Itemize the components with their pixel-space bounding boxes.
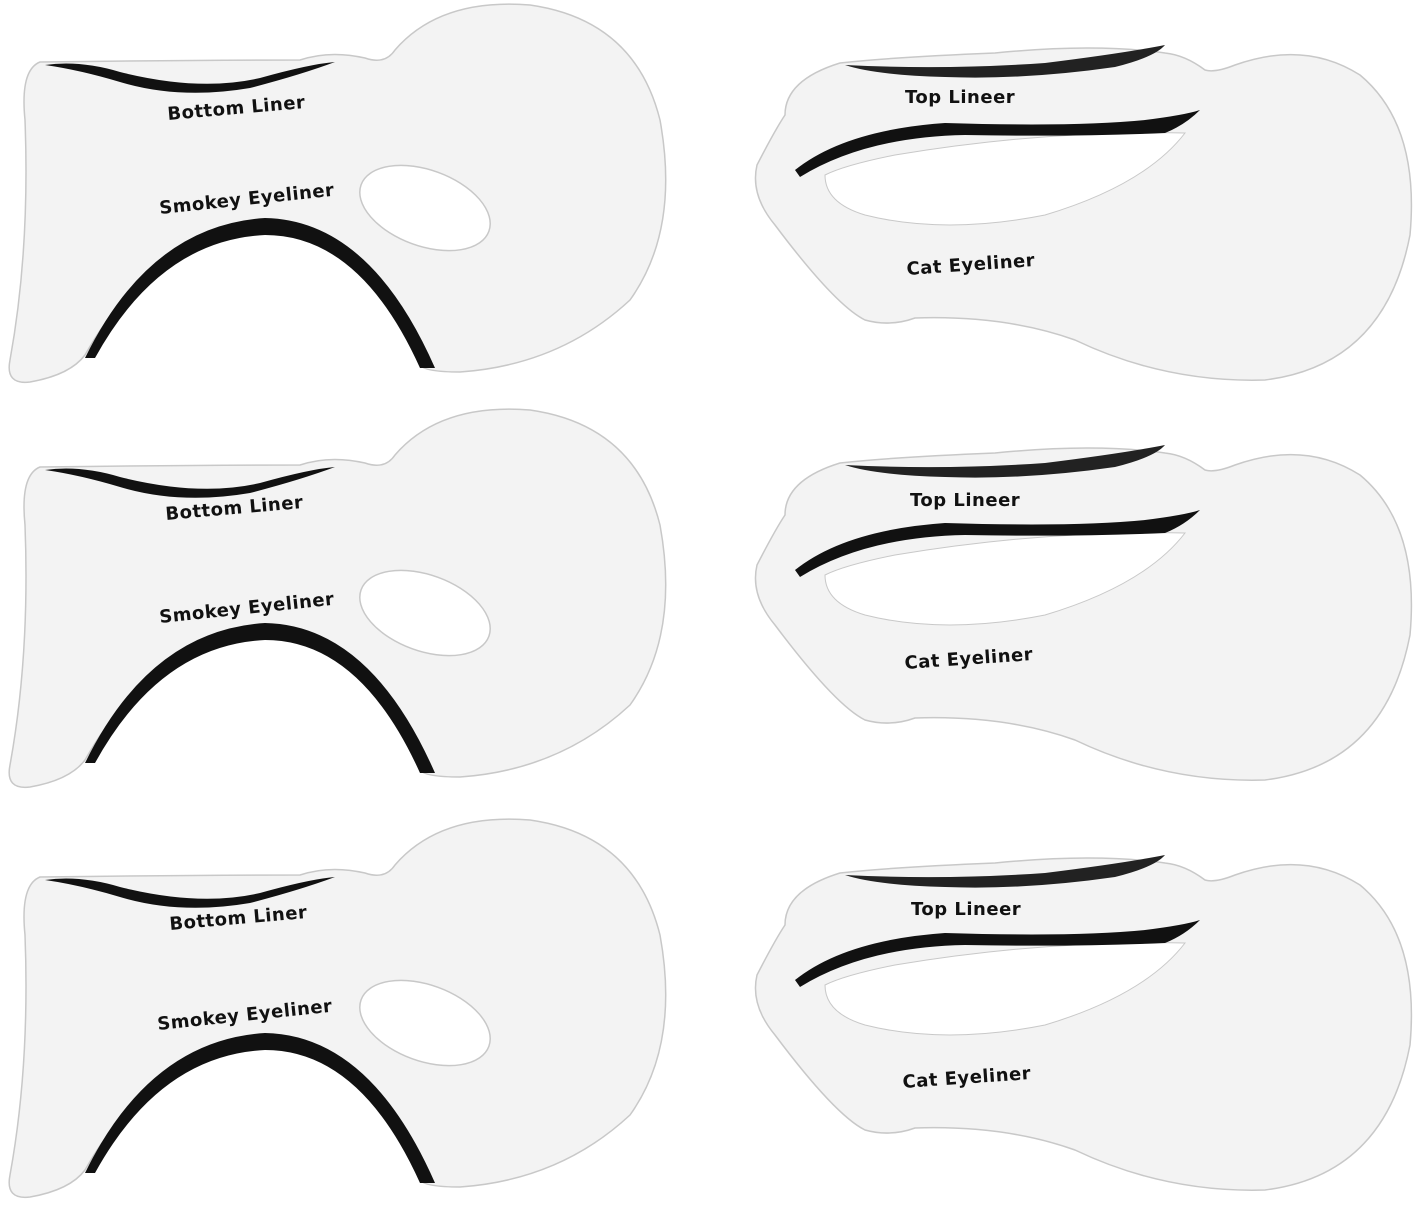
smokey-liner-stroke [85, 1033, 435, 1183]
eye-hole [359, 979, 491, 1067]
label-top-liner: Top Lineer [905, 87, 1015, 108]
cat-stencil-1: Top Lineer Cat Eyeliner [745, 35, 1415, 395]
cat-stencil-3: Top Lineer Cat Eyeliner [745, 845, 1415, 1205]
bottom-liner-stroke [45, 467, 335, 498]
stencil-card [8, 818, 667, 1199]
stencil-card [8, 3, 667, 384]
stencil-card [754, 857, 1413, 1191]
bottom-liner-stroke [45, 877, 335, 908]
cat-stencil-2: Top Lineer Cat Eyeliner [745, 435, 1415, 795]
top-liner-stroke [845, 855, 1165, 888]
eye-opening [824, 132, 1186, 226]
smokey-stencil-1: Bottom Liner Smokey Eyeliner [0, 0, 700, 400]
eye-opening [824, 942, 1186, 1036]
bottom-liner-stroke [45, 62, 335, 93]
label-top-liner: Top Lineer [911, 899, 1021, 920]
top-liner-stroke [845, 45, 1165, 78]
smokey-liner-stroke [85, 623, 435, 773]
smokey-liner-stroke [85, 218, 435, 368]
eye-opening [824, 532, 1186, 626]
label-top-liner: Top Lineer [910, 490, 1020, 511]
cat-liner-stroke [795, 110, 1200, 177]
cat-liner-stroke [795, 510, 1200, 577]
smokey-stencil-2: Bottom Liner Smokey Eyeliner [0, 405, 700, 805]
stencil-card [754, 47, 1413, 381]
top-liner-stroke [845, 445, 1165, 478]
cat-liner-stroke [795, 920, 1200, 987]
smokey-stencil-3: Bottom Liner Smokey Eyeliner [0, 815, 700, 1215]
eye-hole [359, 569, 491, 657]
stencil-card [754, 447, 1413, 781]
eye-hole [359, 164, 491, 252]
stencil-card [8, 408, 667, 789]
